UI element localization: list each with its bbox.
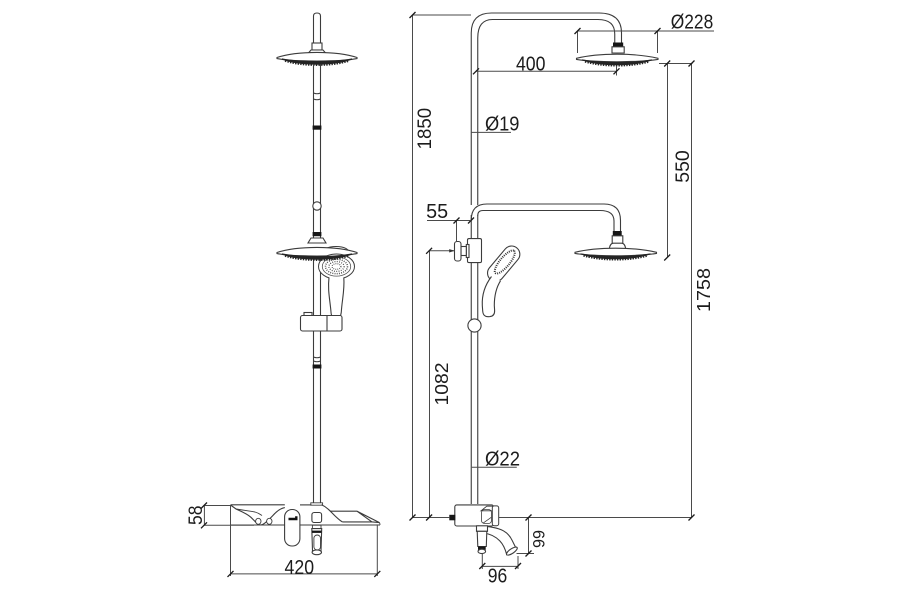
svg-text:Ø19: Ø19 [485, 112, 520, 135]
svg-text:Ø228: Ø228 [671, 11, 714, 34]
svg-text:550: 550 [673, 150, 694, 183]
svg-text:55: 55 [426, 200, 448, 223]
svg-text:420: 420 [285, 556, 315, 579]
svg-text:400: 400 [516, 52, 546, 75]
svg-text:Ø22: Ø22 [485, 447, 520, 470]
svg-text:96: 96 [488, 565, 508, 588]
svg-text:1082: 1082 [431, 363, 452, 406]
svg-text:58: 58 [185, 505, 207, 525]
svg-text:1758: 1758 [693, 268, 714, 312]
svg-text:1850: 1850 [415, 108, 436, 150]
svg-text:99: 99 [530, 530, 549, 548]
